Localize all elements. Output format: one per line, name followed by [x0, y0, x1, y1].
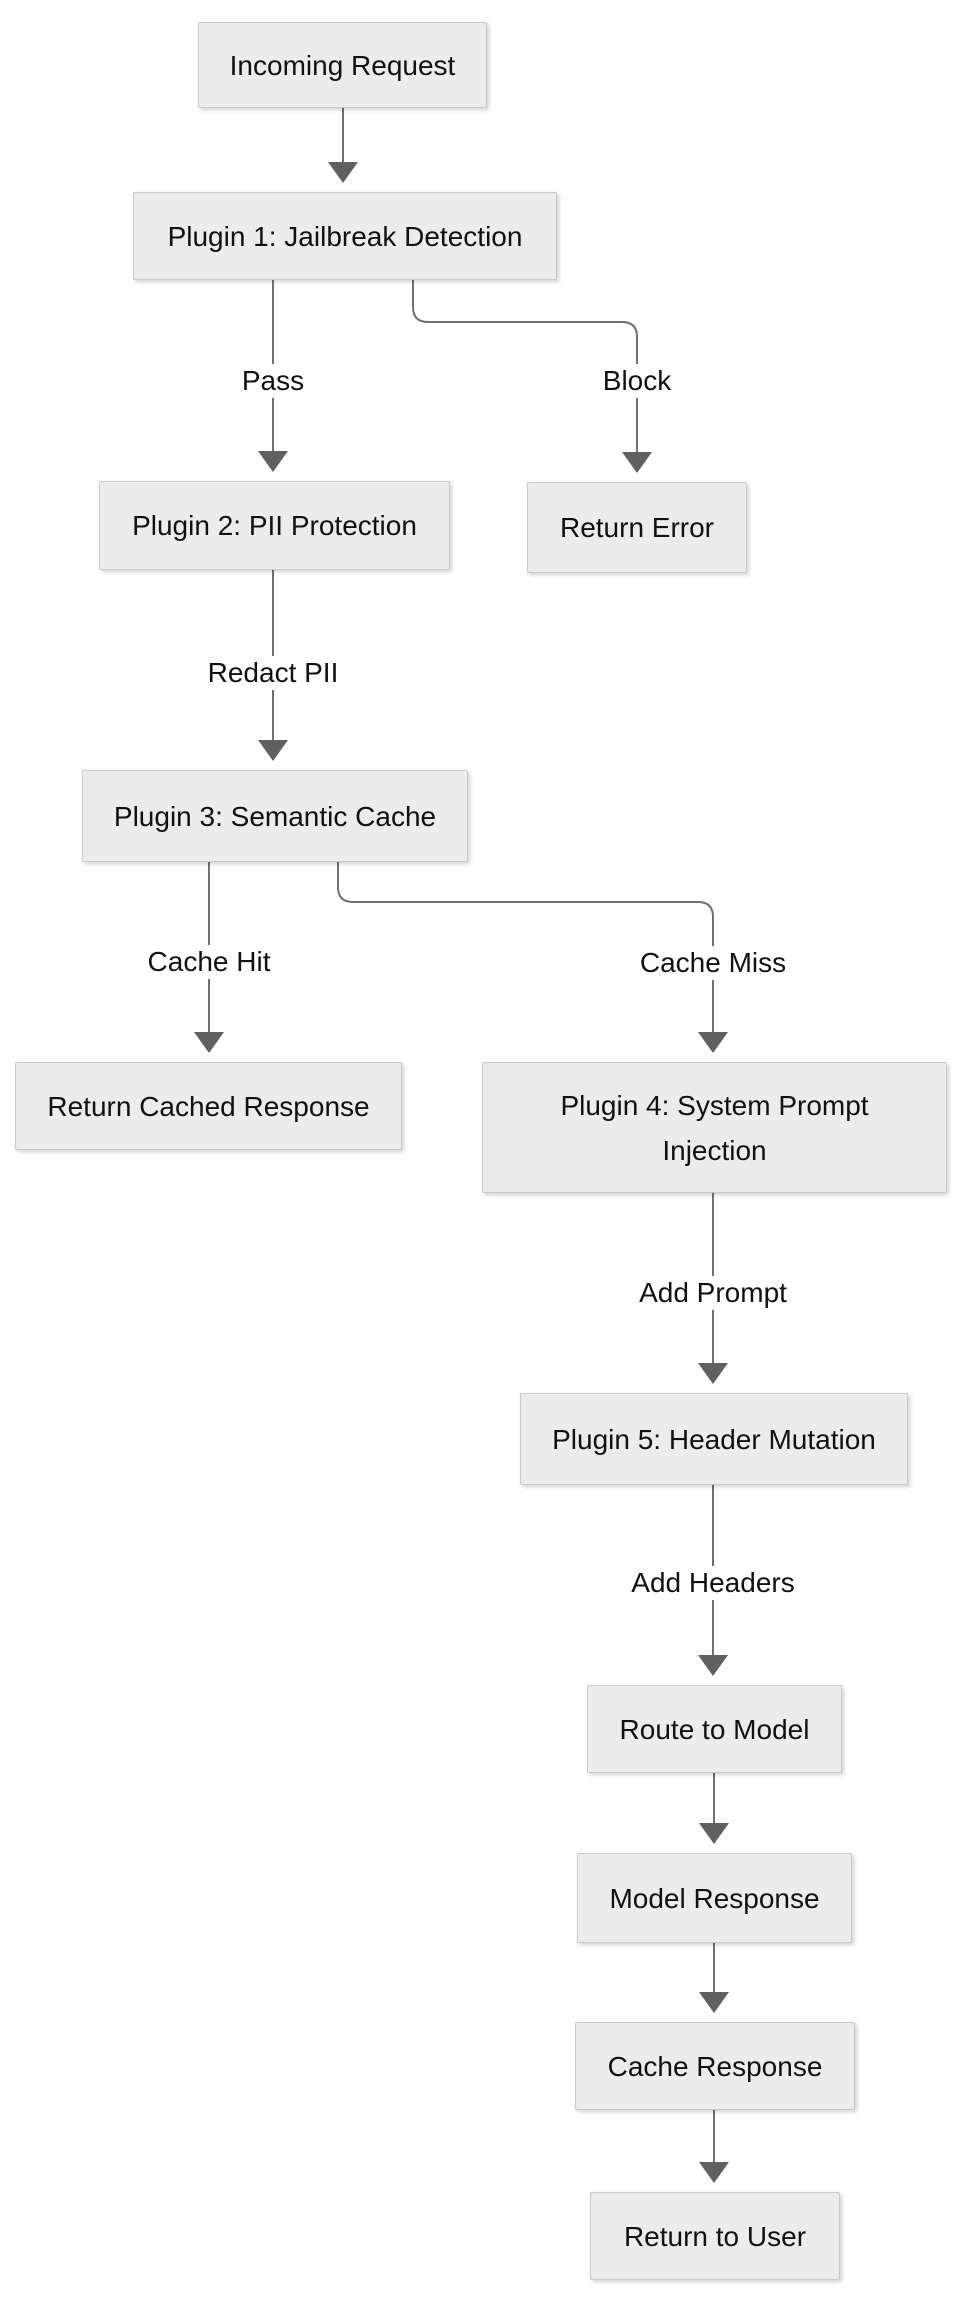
edge-label-plugin4-to-plugin5: Add Prompt [629, 1276, 797, 1310]
node-label: Incoming Request [229, 49, 456, 81]
edge-label-plugin3-to-return-cached: Cache Hit [137, 945, 281, 979]
arrowhead-icon [698, 1655, 728, 1676]
arrowhead-icon [194, 1032, 224, 1053]
edge-label-plugin5-to-route: Add Headers [621, 1566, 805, 1600]
arrowhead-icon [698, 1363, 728, 1384]
node-incoming-request: Incoming Request [198, 22, 487, 108]
arrowhead-icon [699, 1992, 729, 2013]
node-return-to-user: Return to User [590, 2192, 840, 2280]
node-label: Cache Response [607, 2050, 823, 2082]
node-label: Model Response [609, 1882, 820, 1914]
node-model-response: Model Response [577, 1853, 852, 1943]
node-label: Route to Model [619, 1713, 810, 1745]
edge-plugin1-to-return-error [412, 280, 638, 452]
node-cache-response: Cache Response [575, 2022, 855, 2110]
node-plugin3: Plugin 3: Semantic Cache [82, 770, 468, 862]
node-plugin2: Plugin 2: PII Protection [99, 481, 450, 570]
arrowhead-icon [258, 740, 288, 761]
node-label: Plugin 4: System Prompt [560, 1089, 869, 1121]
node-label: Plugin 3: Semantic Cache [113, 800, 437, 832]
node-label: Injection [662, 1134, 767, 1166]
node-return-cached-response: Return Cached Response [15, 1062, 402, 1150]
node-return-error: Return Error [527, 482, 747, 573]
edge-label-plugin1-to-return-error: Block [592, 364, 682, 398]
arrowhead-icon [258, 451, 288, 472]
node-label: Return Error [559, 512, 715, 543]
node-plugin5: Plugin 5: Header Mutation [520, 1393, 908, 1485]
node-label: Plugin 5: Header Mutation [552, 1423, 876, 1455]
node-label: Plugin 1: Jailbreak Detection [167, 220, 523, 252]
node-label: Return Cached Response [47, 1090, 370, 1122]
edge-plugin3-to-plugin4 [337, 862, 714, 1032]
node-label: Plugin 2: PII Protection [132, 510, 417, 541]
edge-label-plugin2-to-plugin3: Redact PII [197, 656, 349, 690]
node-route-to-model: Route to Model [587, 1685, 842, 1773]
arrowhead-icon [622, 452, 652, 473]
arrowhead-icon [328, 162, 358, 183]
arrowhead-icon [698, 1032, 728, 1053]
node-label: Return to User [623, 2220, 807, 2252]
edge-label-plugin1-to-plugin2: Pass [231, 364, 315, 398]
edge-label-plugin3-to-plugin4: Cache Miss [629, 946, 797, 980]
arrowhead-icon [699, 2162, 729, 2183]
arrowhead-icon [699, 1823, 729, 1844]
node-plugin1: Plugin 1: Jailbreak Detection [133, 192, 557, 280]
